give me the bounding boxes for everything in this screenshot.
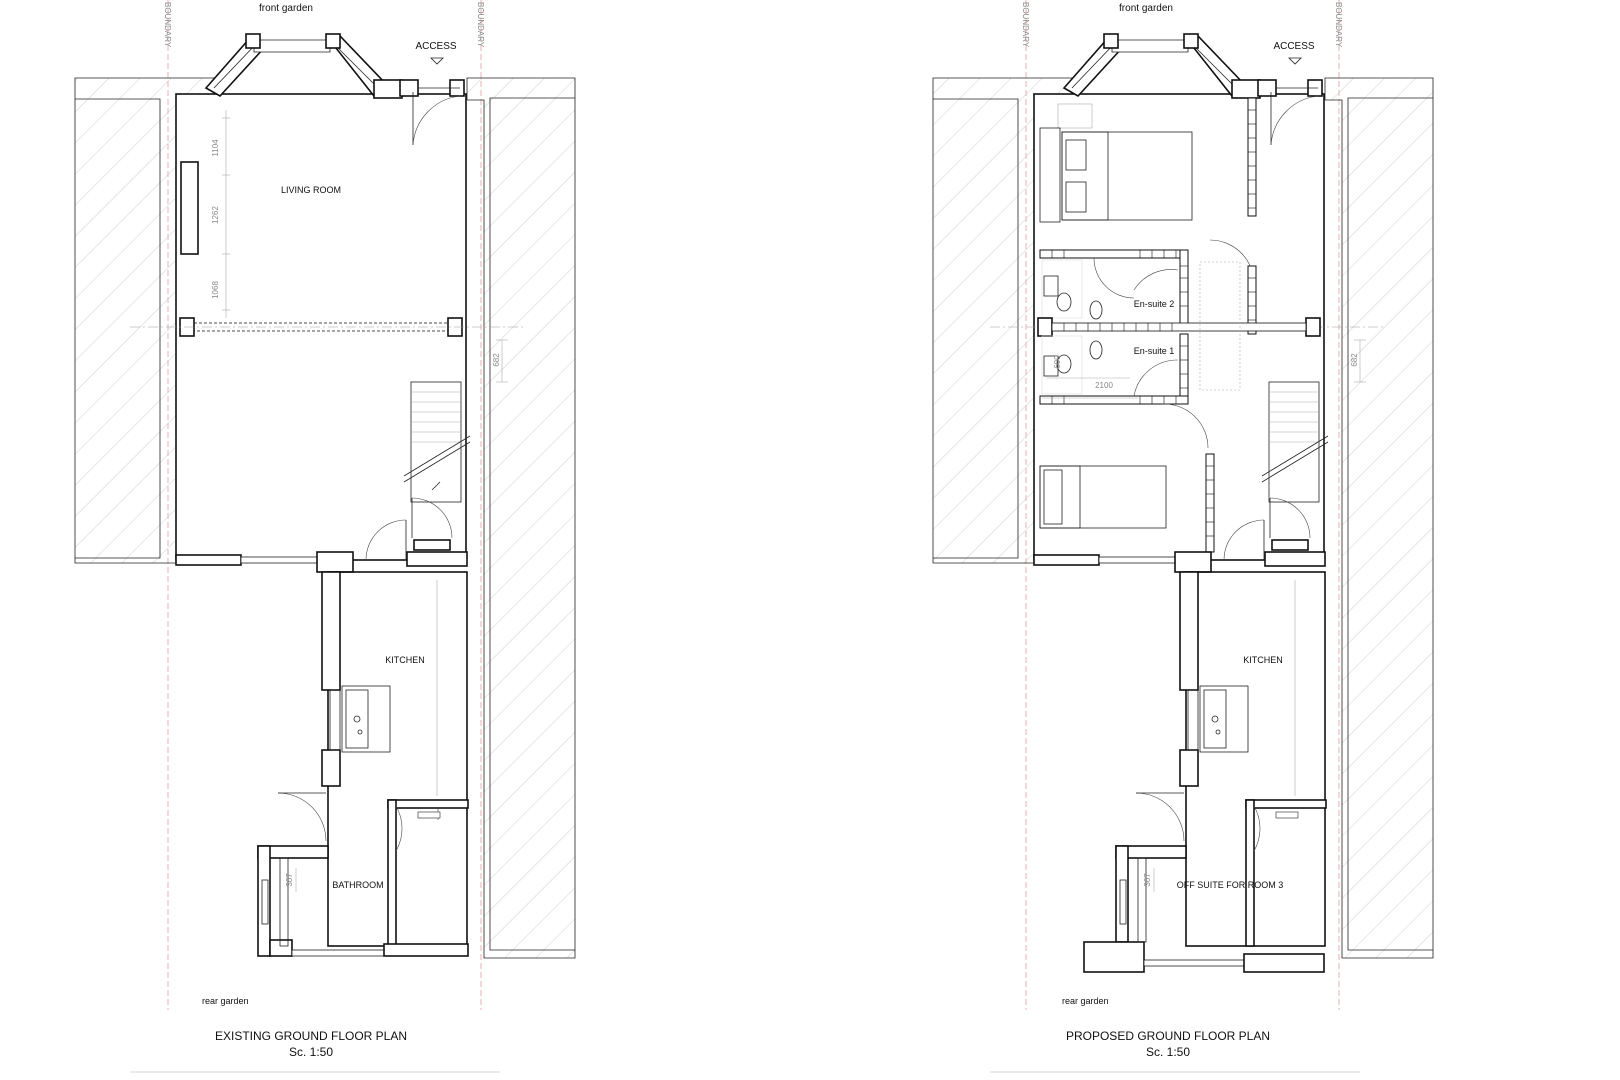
boundary-label-right: BOUNDARY xyxy=(1334,2,1343,48)
access-door xyxy=(1257,57,1323,146)
dim-1262: 1262 xyxy=(211,206,220,224)
dim-600: 600 xyxy=(1053,355,1062,369)
living-room-label: LIVING ROOM xyxy=(281,185,341,195)
boundary-label-left: BOUNDARY xyxy=(163,2,172,48)
front-garden-label: front garden xyxy=(259,3,313,14)
access-label: ACCESS xyxy=(415,41,456,52)
dim-367: 367 xyxy=(1143,873,1152,887)
stair-door-swing xyxy=(411,497,453,539)
off-suite-walls xyxy=(1083,845,1325,973)
double-bed-front xyxy=(1039,103,1193,223)
staircase xyxy=(1261,381,1329,503)
neighbour-right-inner xyxy=(489,97,575,951)
rear-garden-label: rear garden xyxy=(202,996,249,1006)
dim-1068: 1068 xyxy=(211,281,220,299)
kitchen-sink xyxy=(1199,685,1249,753)
access-door xyxy=(399,57,465,146)
kitchen-label: KITCHEN xyxy=(1243,655,1283,665)
bathroom-walls xyxy=(257,845,469,957)
dim-682: 682 xyxy=(1350,353,1359,367)
kitchen-sink xyxy=(341,685,391,753)
neighbour-right xyxy=(466,77,576,959)
plan-scale: Sc. 1:50 xyxy=(289,1045,333,1059)
structural-beam xyxy=(1051,322,1307,332)
rear-garden-label: rear garden xyxy=(1062,996,1109,1006)
bedroom2-door-swing xyxy=(1161,403,1209,449)
dim-1104: 1104 xyxy=(211,139,220,157)
plan-title: PROPOSED GROUND FLOOR PLAN xyxy=(1066,1029,1270,1043)
boundary-label-right: BOUNDARY xyxy=(476,2,485,48)
existing-plan: BOUNDARY BOUNDARY xyxy=(74,0,576,1073)
bay-window xyxy=(1062,33,1261,99)
structural-beam xyxy=(193,322,449,332)
dim-682: 682 xyxy=(492,353,501,367)
proposed-plan: BOUNDARY BOUNDARY xyxy=(932,0,1434,1073)
plan-scale: Sc. 1:50 xyxy=(1146,1045,1190,1059)
ensuite-1-label: En-suite 1 xyxy=(1134,346,1175,356)
staircase xyxy=(403,381,471,503)
access-label: ACCESS xyxy=(1273,41,1314,52)
boundary-label-left: BOUNDARY xyxy=(1021,2,1030,48)
ensuite-2-label: En-suite 2 xyxy=(1134,299,1175,309)
bathroom-label: BATHROOM xyxy=(332,880,383,890)
kitchen-door-swing xyxy=(365,519,407,561)
double-bed-rear xyxy=(1039,465,1167,529)
off-suite-label: OFF SUITE FOR ROOM 3 xyxy=(1177,880,1284,890)
chimney-breast xyxy=(180,161,199,255)
rear-window xyxy=(240,556,318,564)
back-door-swing xyxy=(277,792,327,842)
dim-367: 367 xyxy=(285,873,294,887)
bay-window xyxy=(204,33,403,99)
living-room-dimensions: 1104 1262 1068 682 xyxy=(211,110,508,383)
ensuite-1 xyxy=(1039,333,1189,405)
neighbour-right xyxy=(1324,77,1434,959)
dim-2100: 2100 xyxy=(1095,381,1113,390)
kitchen-label: KITCHEN xyxy=(385,655,425,665)
plan-title: EXISTING GROUND FLOOR PLAN xyxy=(215,1029,407,1043)
neighbour-left-inner xyxy=(75,98,161,559)
stud-partition-front xyxy=(1247,97,1257,217)
front-garden-label: front garden xyxy=(1119,3,1173,14)
